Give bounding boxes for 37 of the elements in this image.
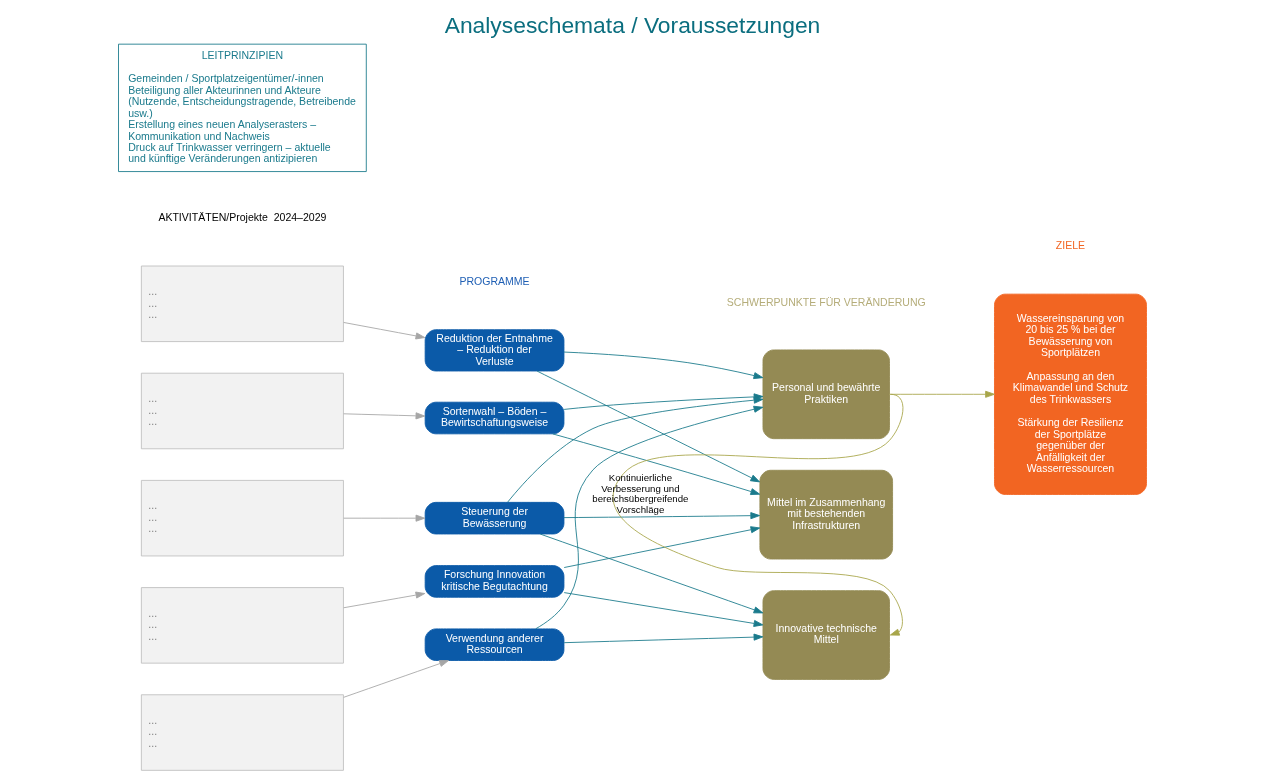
arrow (563, 592, 764, 627)
arrow (343, 591, 426, 609)
arrow (563, 526, 761, 568)
node-box: Personal und bewährte Praktiken (762, 349, 890, 440)
arrow (539, 533, 764, 614)
arrow (343, 660, 449, 698)
node-box: Forschung Innovation kritische Begutachtung (424, 565, 565, 598)
label: ZIELE (1055, 239, 1086, 252)
node-box: ... ... ... (140, 587, 344, 664)
node-box: ... ... ... (140, 479, 344, 557)
node-box: Innovative technische Mittel (762, 590, 890, 680)
node-box: ... ... ... (140, 694, 344, 771)
node-box: ... ... ... (140, 372, 344, 450)
arrow (536, 370, 761, 483)
arrow (889, 390, 995, 398)
node-box: Sortenwahl – Böden – Bewirtschaftungsweise (424, 401, 565, 435)
label: AKTIVITÄTEN/Projekte 2024–2029 (158, 211, 327, 224)
edge-label: Kontinuierliche Verbesserung und bereichsübergreifende Vorschläge (592, 472, 689, 515)
arrow (343, 412, 426, 420)
node-box: Wassereinsparung von 20 bis 25 % bei der Bewässerung von Sportplätzen Anpassung an den Klimawandel und Schutz des Trinkwassers Stärkung der Resilienz der Sportplätze gegenüber der Anfälligkeit der Wasserressourcen (994, 293, 1147, 495)
arrow (563, 512, 761, 520)
arrow (535, 405, 764, 630)
node-box: Verwendung anderer Ressourcen (424, 628, 565, 661)
node-box: LEITPRINZIPIEN Gemeinden / Sportplatzeigentümer/-innen Beteiligung aller Akteurinnen und Akteure (Nutzende, Entscheidungstragende, Betreibende usw.) Erstellung eines neuen Analyserasters – Kommunikation und Nachweis Druck auf Trinkwasser verringern – aktuelle und künftige Veränderungen antizipieren (118, 43, 367, 172)
label: SCHWERPUNKTE FÜR VERÄNDERUNG (726, 295, 926, 308)
node-box: Steuerung der Bewässerung (424, 501, 565, 535)
arrow (552, 433, 761, 495)
arrow (563, 633, 764, 644)
arrow (343, 514, 426, 522)
arrow (343, 322, 426, 340)
diagram-title: Analyseschemata / Voraussetzungen (444, 12, 821, 39)
node-box: Reduktion der Entnahme – Reduktion der Verluste (424, 329, 565, 372)
arrow (563, 351, 764, 380)
node-box: ... ... ... (140, 265, 344, 342)
node-box: Mittel im Zusammenhang mit bestehenden Infrastrukturen (759, 469, 893, 560)
label: PROGRAMME (459, 275, 530, 288)
arrow (507, 396, 764, 503)
